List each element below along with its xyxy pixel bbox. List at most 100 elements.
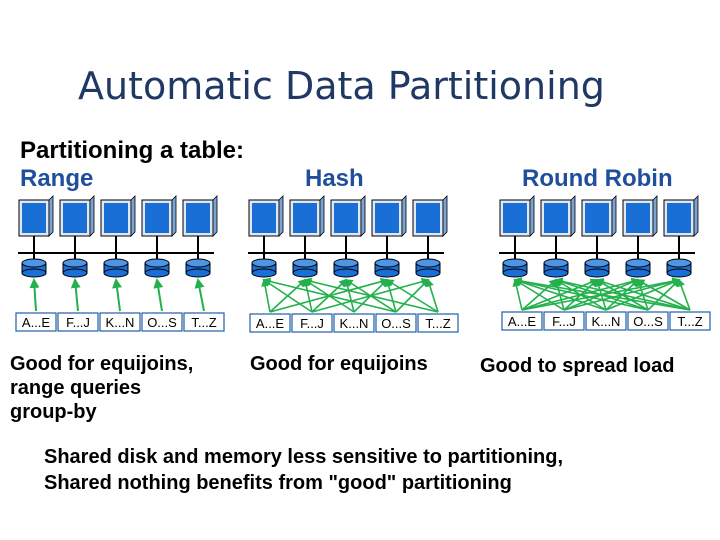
partition-arrow [29, 278, 40, 312]
partition-arrow [513, 279, 565, 311]
disk-bottom [185, 268, 211, 278]
disk-bottom [251, 268, 277, 278]
processor-side [212, 195, 218, 237]
processor-side [319, 195, 325, 237]
partition-arrow [303, 277, 439, 313]
partitioning-diagram: A...E F...J K...N O...S T...Z A...E F...J K...… [15, 195, 711, 333]
range-label: A...E [508, 314, 537, 329]
slide-title: Automatic Data Partitioning [78, 64, 605, 108]
disk-bottom [502, 268, 528, 278]
processor-screen [626, 203, 650, 233]
range-box [501, 311, 543, 331]
range-label: T...Z [191, 315, 216, 330]
processor-screen [63, 203, 87, 233]
disk-top [251, 258, 277, 268]
disk-bottom [333, 268, 359, 278]
processor-side [652, 195, 658, 237]
slide-subtitle: Partitioning a table: [20, 137, 245, 164]
processor-side [360, 195, 366, 237]
partition-arrow [513, 277, 691, 311]
disk-bottom [103, 268, 129, 278]
range-box [585, 311, 627, 331]
processor-screen [252, 203, 276, 233]
processor-screen [104, 203, 128, 233]
processor-screen [22, 203, 46, 233]
disk-top [374, 258, 400, 268]
disk-top [21, 258, 47, 268]
processor-side [693, 195, 699, 237]
range-label: T...Z [425, 316, 450, 331]
scheme-heading-round-robin: Round Robin [522, 165, 673, 192]
range-description-line: group-by [10, 401, 97, 423]
partition-arrow [153, 278, 164, 312]
range-label: K...N [340, 316, 369, 331]
disk-bottom [415, 268, 441, 278]
range-box [99, 312, 141, 332]
processor-screen [375, 203, 399, 233]
disk-top [185, 258, 211, 268]
range-label: F...J [300, 316, 324, 331]
partition-arrow [112, 278, 122, 312]
processor-side [48, 195, 54, 237]
partition-arrow [194, 278, 205, 312]
disk-bottom [292, 268, 318, 278]
processor-screen [416, 203, 440, 233]
disk-top [103, 258, 129, 268]
range-label: T...Z [677, 314, 702, 329]
range-box [627, 311, 669, 331]
disk-top [333, 258, 359, 268]
disk-top [62, 258, 88, 268]
range-box [543, 311, 585, 331]
processor-side [529, 195, 535, 237]
round-robin-description-line: Good to spread load [480, 355, 675, 377]
processor-screen [293, 203, 317, 233]
disk-top [584, 258, 610, 268]
disk-bottom [144, 268, 170, 278]
disk-bottom [584, 268, 610, 278]
range-box [249, 313, 291, 333]
disk-bottom [62, 268, 88, 278]
partition-arrow [262, 279, 313, 313]
hash-description-line: Good for equijoins [250, 353, 428, 375]
processor-side [278, 195, 284, 237]
range-label: O...S [633, 314, 663, 329]
processor-side [570, 195, 576, 237]
disk-top [292, 258, 318, 268]
range-label: K...N [592, 314, 621, 329]
range-label: K...N [106, 315, 135, 330]
range-box [375, 313, 417, 333]
disk-top [144, 258, 170, 268]
disk-bottom [666, 268, 692, 278]
range-description-line: Good for equijoins, [10, 353, 194, 375]
range-label: F...J [552, 314, 576, 329]
range-label: A...E [256, 316, 285, 331]
disk-bottom [625, 268, 651, 278]
disk-top [543, 258, 569, 268]
range-box [183, 312, 225, 332]
partition-arrow [513, 277, 649, 311]
range-box [291, 313, 333, 333]
processor-screen [334, 203, 358, 233]
note-line: Shared nothing benefits from "good" part… [44, 472, 512, 494]
processor-side [442, 195, 448, 237]
disk-bottom [374, 268, 400, 278]
scheme-heading-hash: Hash [305, 165, 364, 192]
partition-arrow [677, 278, 691, 311]
processor-screen [544, 203, 568, 233]
range-label: O...S [147, 315, 177, 330]
range-label: A...E [22, 315, 51, 330]
processor-side [171, 195, 177, 237]
processor-screen [585, 203, 609, 233]
partitioning-note: Shared disk and memory less sensitive to… [44, 444, 563, 496]
partition-arrow [385, 279, 439, 313]
processor-screen [667, 203, 691, 233]
range-description-line: range queries [10, 377, 142, 399]
disk-bottom [543, 268, 569, 278]
range-box [141, 312, 183, 332]
partition-arrow [262, 277, 397, 313]
range-box [417, 313, 459, 333]
partition-arrow [261, 278, 271, 313]
partition-arrow [554, 277, 691, 311]
note-line: Shared disk and memory less sensitive to… [44, 446, 564, 468]
range-box [669, 311, 711, 331]
